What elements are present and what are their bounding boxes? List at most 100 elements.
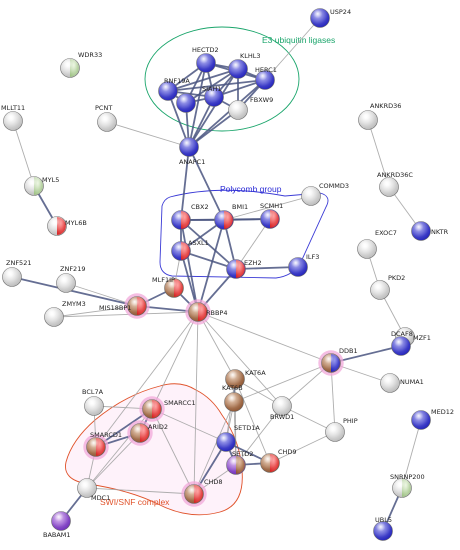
node-label-bcl7a: BCL7A xyxy=(82,388,104,396)
node-kat6b[interactable]: KAT6B xyxy=(222,384,244,412)
node-asxl1[interactable]: ASXL1 xyxy=(171,239,209,261)
node-smarcd1[interactable]: SMARCD1 xyxy=(83,431,122,460)
edge-brwd1-setd2 xyxy=(235,405,283,466)
node-label-setd2: SETD2 xyxy=(232,450,253,458)
node-arid2[interactable]: ARID2 xyxy=(127,420,168,446)
edge-kat6b-setd2 xyxy=(233,401,237,466)
edge-smarcc1-chd8 xyxy=(151,408,195,495)
node-myl5[interactable]: MYL5 xyxy=(24,176,60,196)
node-pkd2[interactable]: PKD2 xyxy=(370,274,406,300)
edge-mllt11-myl5 xyxy=(12,120,35,187)
node-label-herc1: HERC1 xyxy=(255,66,277,74)
node-ddb1[interactable]: DDB1 xyxy=(318,347,358,376)
edge-kat6a-chd9 xyxy=(234,378,271,464)
node-scmh1[interactable]: SCMH1 xyxy=(260,202,283,229)
edge-cbx2-ezh2 xyxy=(180,219,237,270)
node-brwd1[interactable]: BRWD1 xyxy=(270,396,294,422)
node-shine xyxy=(77,478,97,498)
node-siah1[interactable]: SIAH1 xyxy=(202,85,224,107)
node-exoc7[interactable]: EXOC7 xyxy=(357,229,397,259)
node-label-med12: MED12 xyxy=(431,408,454,416)
node-label-bmi1: BMI1 xyxy=(232,203,248,211)
node-label-ezh2: EZH2 xyxy=(244,259,262,267)
node-pcnt[interactable]: PCNT xyxy=(95,104,117,132)
node-label-hectd2: HECTD2 xyxy=(192,46,219,54)
node-setd2[interactable]: SETD2 xyxy=(226,450,254,475)
node-ankrd36[interactable]: ANKRD36 xyxy=(358,102,402,130)
node-setd1a[interactable]: SETD1A xyxy=(216,424,261,452)
node-shine xyxy=(224,392,244,412)
edge-anapc1-herc1 xyxy=(188,79,266,148)
node-shine xyxy=(86,437,106,457)
node-label-mis18bp1: MIS18BP1 xyxy=(99,304,131,312)
node-kat6a[interactable]: KAT6A xyxy=(225,369,267,389)
node-commd3[interactable]: COMMD3 xyxy=(301,182,350,206)
node-rbbp4[interactable]: RBBP4 xyxy=(185,299,228,325)
node-znf219[interactable]: ZNF219 xyxy=(56,265,86,293)
node-phip[interactable]: PHIP xyxy=(325,417,358,442)
edge-kat6b-chd8 xyxy=(193,401,235,495)
node-mis18bp1[interactable]: MIS18BP1 xyxy=(99,293,150,319)
node-label-cbx2: CBX2 xyxy=(191,203,209,211)
node-shine xyxy=(171,210,191,230)
node-bmi1[interactable]: BMI1 xyxy=(214,203,249,230)
node-snrnp200[interactable]: SNRNP200 xyxy=(390,473,425,498)
node-shine xyxy=(216,432,236,452)
node-nktr[interactable]: NKTR xyxy=(411,221,449,241)
node-label-rbbp4: RBBP4 xyxy=(206,309,228,317)
node-label-znf219: ZNF219 xyxy=(60,265,85,273)
node-label-fbxw9: FBXW9 xyxy=(250,96,273,104)
node-numa1[interactable]: NUMA1 xyxy=(380,373,424,393)
node-znf521[interactable]: ZNF521 xyxy=(2,259,32,287)
node-hectd2[interactable]: HECTD2 xyxy=(192,46,219,73)
node-fbxw9[interactable]: FBXW9 xyxy=(228,96,274,120)
edge-anapc1-hectd2 xyxy=(188,62,207,148)
node-anapc1[interactable]: ANAPC1 xyxy=(179,137,205,167)
node-chd9[interactable]: CHD9 xyxy=(260,448,297,473)
edge-ddb1-kat6b xyxy=(233,362,332,403)
node-wdr33[interactable]: WDR33 xyxy=(60,51,103,78)
node-bcl7a[interactable]: BCL7A xyxy=(82,388,104,416)
node-label-scmh1: SCMH1 xyxy=(260,202,283,210)
node-shine xyxy=(411,221,431,241)
node-shine xyxy=(97,112,117,132)
edge-rbbp4-brwd1 xyxy=(197,311,283,407)
edge-smarcc1-setd1a xyxy=(151,408,227,443)
node-rnf19a[interactable]: RNF19A xyxy=(158,77,191,101)
node-shine xyxy=(44,307,64,327)
node-ankrd36c[interactable]: ANKRD36C xyxy=(377,171,413,197)
group-label-polycomb: Polycomb group xyxy=(220,184,282,194)
node-babam1[interactable]: BABAM1 xyxy=(43,511,71,540)
node-label-anapc1: ANAPC1 xyxy=(179,158,205,166)
node-zmym3[interactable]: ZMYM3 xyxy=(44,300,86,327)
node-dcaf8[interactable]: DCAF8 xyxy=(391,330,413,356)
node-label-mzf1: MZF1 xyxy=(413,334,431,342)
node-chd8[interactable]: CHD8 xyxy=(181,478,223,507)
node-usp24[interactable]: USP24 xyxy=(310,8,352,28)
node-shine xyxy=(158,81,178,101)
node-herc1[interactable]: HERC1 xyxy=(255,66,277,90)
edge-bmi1-commd3 xyxy=(223,195,312,221)
edge-rbbp4-smarcd1 xyxy=(95,311,199,448)
node-ilf3[interactable]: ILF3 xyxy=(288,253,320,277)
node-shine xyxy=(321,353,341,373)
node-smarcc1[interactable]: SMARCC1 xyxy=(139,396,196,422)
node-cbx2[interactable]: CBX2 xyxy=(171,203,209,230)
node-med12[interactable]: MED12 xyxy=(411,408,455,430)
node-klhl3[interactable]: KLHL3 xyxy=(228,52,261,79)
node-label-mdc1: MDC1 xyxy=(91,494,110,502)
node-shine xyxy=(188,302,208,322)
node-shine xyxy=(225,369,245,389)
node-ubl5[interactable]: UBL5 xyxy=(373,516,393,541)
node-mdc1[interactable]: MDC1 xyxy=(77,478,111,503)
node-n-e3[interactable] xyxy=(176,93,196,113)
node-label-numa1: NUMA1 xyxy=(400,378,424,386)
node-label-kat6b: KAT6B xyxy=(222,384,243,392)
node-shine xyxy=(228,100,248,120)
node-ezh2[interactable]: EZH2 xyxy=(226,259,262,279)
node-mllt11[interactable]: MLLT11 xyxy=(1,104,25,131)
node-mlf1ip[interactable]: MLF1IP xyxy=(152,276,184,298)
node-myl6b[interactable]: MYL6B xyxy=(47,216,87,236)
node-shine xyxy=(176,93,196,113)
